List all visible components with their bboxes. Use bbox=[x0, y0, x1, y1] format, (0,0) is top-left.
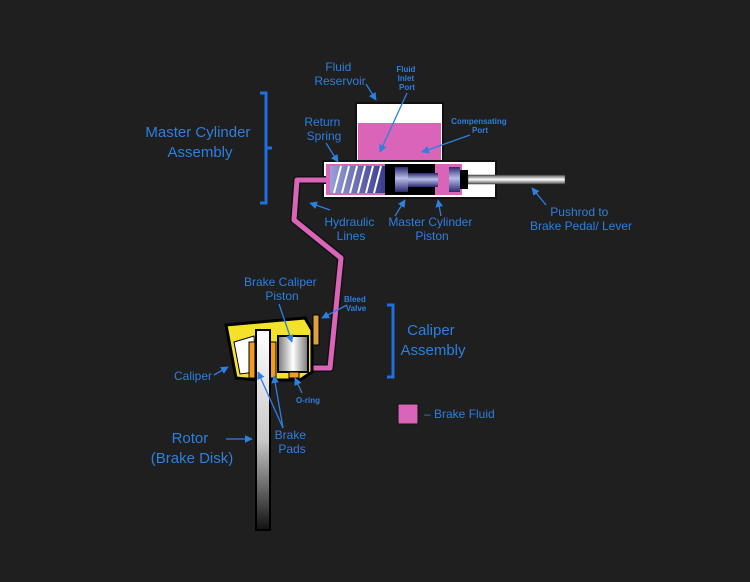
label-o-ring: O-ring bbox=[296, 396, 320, 405]
rotor bbox=[255, 329, 271, 531]
brake-caliper-piston bbox=[277, 335, 309, 373]
master-cylinder-piston-seal bbox=[408, 173, 438, 187]
label-fluid-inlet-port: Fluid Inlet Port bbox=[396, 65, 417, 92]
label-brake-caliper-piston: Brake Caliper Piston bbox=[244, 275, 320, 303]
label-return-spring: Return Spring bbox=[304, 115, 343, 143]
bleed-valve bbox=[312, 314, 320, 346]
legend-brake-fluid-swatch bbox=[397, 403, 419, 425]
caliper-bracket bbox=[387, 303, 395, 379]
label-rotor: Rotor (Brake Disk) bbox=[151, 430, 234, 467]
secondary-piston bbox=[449, 167, 460, 192]
master-cylinder-bracket bbox=[260, 91, 272, 205]
label-bleed-valve: Bleed Valve bbox=[344, 295, 368, 313]
master-cylinder-piston bbox=[395, 167, 408, 192]
leader-arrows bbox=[213, 83, 547, 443]
label-master-cylinder-assembly: Master Cylinder Assembly bbox=[145, 124, 254, 161]
reservoir-fluid bbox=[358, 123, 441, 160]
hydraulic-line-fluid bbox=[291, 177, 344, 371]
label-master-cylinder-piston: Master Cylinder Piston bbox=[388, 215, 475, 243]
return-spring bbox=[330, 165, 385, 194]
master-cylinder bbox=[322, 102, 566, 199]
pushrod bbox=[467, 174, 566, 185]
label-fluid-reservoir: Fluid Reservoir bbox=[314, 60, 365, 88]
label-caliper: Caliper bbox=[174, 369, 212, 383]
label-pushrod: Pushrod to Brake Pedal/ Lever bbox=[530, 205, 632, 233]
label-hydraulic-lines: Hydraulic Lines bbox=[324, 215, 377, 243]
o-ring bbox=[288, 371, 300, 379]
label-brake-pads: Brake Pads bbox=[275, 428, 310, 456]
label-compensating-port: Compensating Port bbox=[451, 117, 509, 135]
caliper-assembly bbox=[224, 314, 320, 382]
legend-brake-fluid-label: – Brake Fluid bbox=[424, 407, 495, 421]
brake-pad-inner bbox=[248, 341, 256, 379]
label-caliper-assembly: Caliper Assembly bbox=[400, 322, 466, 359]
